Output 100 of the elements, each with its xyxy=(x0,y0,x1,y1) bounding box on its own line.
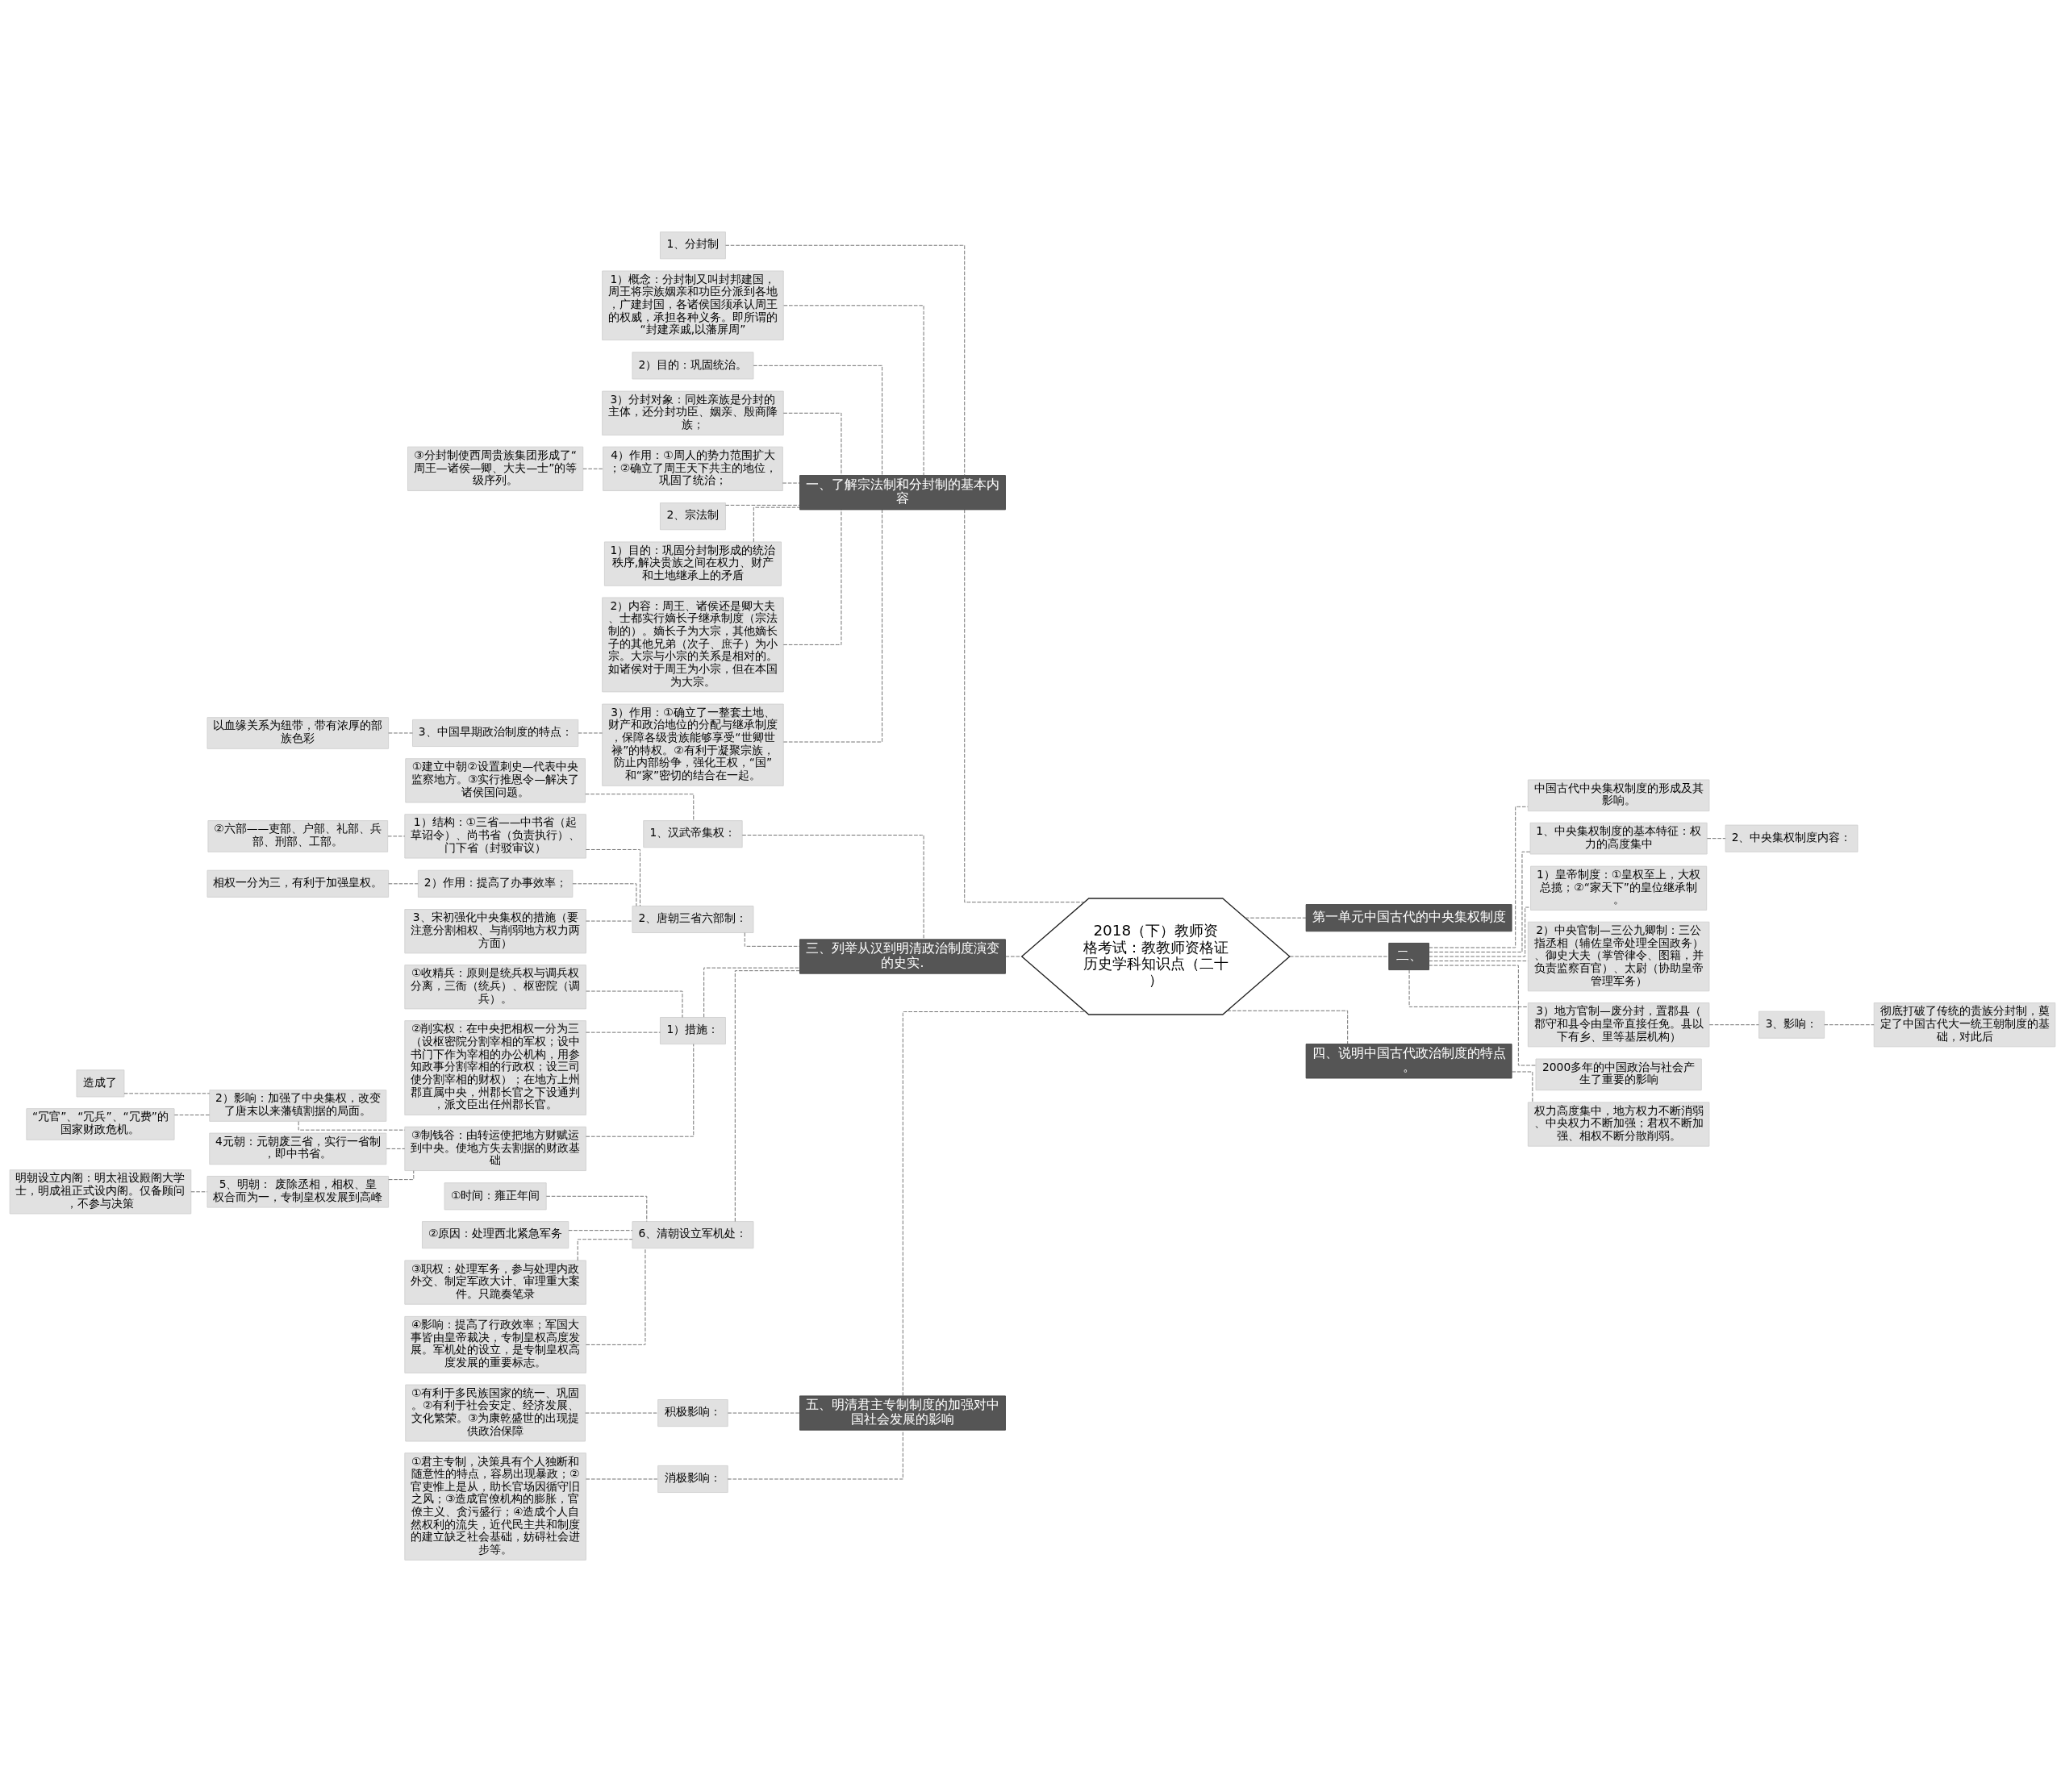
node-box: 2、宗法制 xyxy=(660,502,726,531)
node-box: 五、明清君主专制制度的加强对中国社会发展的影响 xyxy=(799,1395,1006,1431)
node-box: 1、汉武帝集权： xyxy=(643,820,743,848)
connector xyxy=(902,1011,1086,1397)
node-box: ②六部——吏部、户部、礼部、兵部、刑部、工部。 xyxy=(207,820,389,852)
node-box: 1）结构：①三省——中书省（起草诏令）、尚书省（负责执行）、门下省（封驳审议） xyxy=(404,814,586,859)
node-box: 1）措施： xyxy=(660,1017,726,1045)
node-box: 以血缘关系为纽带，带有浓厚的部族色彩 xyxy=(206,717,390,749)
node-box: 1）概念：分封制又叫封邦建国，周王将宗族姻亲和功臣分派到各地，广建封国，各诸侯国须承认周王的权威，承担各种义务。即所谓的“封建亲戚,以藩屏周” xyxy=(602,270,784,341)
connector xyxy=(1706,838,1726,840)
connector xyxy=(586,1031,661,1033)
connector xyxy=(783,509,882,743)
connector xyxy=(964,509,1085,903)
connector xyxy=(1429,906,1531,957)
node-box: 2）内容：周王、诸侯还是卿大夫、士都实行嫡长子继承制度（宗法制的）。嫡长子为大宗，其他嫡长子的其他兄弟（次子、庶子）为小宗。大宗与小宗的关系是相对的。如诸侯对于周王为小宗，但在本国为大宗。 xyxy=(602,597,784,693)
node-box: ②原因：处理西北紧急军务 xyxy=(422,1221,569,1249)
node-box: 2）目的：巩固统治。 xyxy=(632,352,754,380)
node-box: 3）分封对象：同姓亲族是分封的主体，还分封功臣、姻亲、殷商降族； xyxy=(602,390,784,435)
connector xyxy=(741,835,924,940)
connector xyxy=(585,1412,658,1414)
connector xyxy=(703,967,800,1018)
connector xyxy=(582,468,603,469)
connector xyxy=(725,244,966,476)
node-box: 2）影响：加强了中央集权，改变了唐末以来藩镇割据的局面。 xyxy=(209,1090,387,1122)
node-box: 第一单元中国古代的中央集权制度 xyxy=(1305,904,1512,932)
connector xyxy=(586,920,633,922)
node-box: 3）地方官制—废分封，置郡县（郡守和县令由皇帝直接任免。县以下有乡、里等基层机构） xyxy=(1527,1002,1710,1048)
node-box: 4元朝：元朝废三省，实行一省制，即中书省。 xyxy=(209,1132,387,1165)
connector xyxy=(578,732,603,734)
node-box: ①建立中朝②设置刺史—代表中央监察地方。③实行推恩令—解决了诸侯国问题。 xyxy=(405,758,586,803)
connector xyxy=(123,1093,211,1094)
connector xyxy=(728,1412,800,1414)
node-box: 积极影响： xyxy=(657,1399,728,1427)
connector xyxy=(725,504,800,506)
node-box: ③职权：处理军务，参与处理内政外交、制定军政大计、审理重大案件。只跪奏笔录 xyxy=(404,1260,586,1305)
connector xyxy=(388,732,413,734)
node-box: 1）皇帝制度：①皇权至上，大权总揽；②“家天下”的皇位继承制。 xyxy=(1530,865,1708,911)
connector xyxy=(783,305,924,476)
connector xyxy=(1511,1071,1533,1103)
connector xyxy=(744,932,800,947)
connector xyxy=(298,1121,406,1131)
connector xyxy=(585,794,695,821)
connector xyxy=(568,1230,633,1231)
node-box: 三、列举从汉到明清政治制度演变的史实. xyxy=(799,939,1006,974)
connector xyxy=(386,1148,406,1149)
node-box: 彻底打破了传统的贵族分封制，奠定了中国古代大一统王朝制度的基础，对此后 xyxy=(1873,1002,2056,1048)
node-box: 1、中央集权制度的基本特征：权力的高度集中 xyxy=(1529,822,1708,855)
node-box: ②削实权：在中央把相权一分为三（设枢密院分割宰相的军权；设中书门下作为宰相的办公机构，用参知政事分割宰相的行政权；设三司使分割宰相的财权）；在地方上州郡直属中央，州郡长官之下设通判，派文臣出任州郡长官。 xyxy=(404,1020,586,1115)
node-box: 1）目的：巩固分封制形成的统治秩序,解决贵族之间在权力、财产和土地继承上的矛盾 xyxy=(603,541,782,586)
node-box: ①有利于多民族国家的统一、巩固。②有利于社会安定、经济发展、文化繁荣。③为康乾盛世的出现提供政治保障 xyxy=(405,1384,586,1442)
node-box: 一、了解宗法制和分封制的基本内容 xyxy=(799,475,1006,511)
node-box: 1、分封制 xyxy=(660,231,726,260)
connector xyxy=(1289,956,1389,957)
connector xyxy=(190,1191,208,1193)
connector xyxy=(388,1170,415,1181)
node-box: 3）作用：①确立了一整套土地、财产和政治地位的分配与继承制度，保障各级贵族能够享受“世卿世禄”的特权。②有利于凝聚宗族，防止内部纷争，强化王权，“国”和“家”密切的结合在一起。 xyxy=(602,703,784,786)
node-box: 4）作用：①周人的势力范围扩大；②确立了周王天下共主的地位，巩固了统治； xyxy=(603,446,783,491)
connector xyxy=(1429,806,1529,948)
node-box: ③制钱谷：由转运使把地方财赋运到中央。使地方失去割据的财政基础 xyxy=(404,1126,586,1171)
node-box: “冗官”、“冗兵”、“冗费”的国家财政危机。 xyxy=(26,1108,175,1140)
connector xyxy=(586,1478,659,1480)
connector xyxy=(586,990,683,1018)
node-box: ①收精兵：原则是统兵权与调兵权分离，三衙（统兵）、枢密院（调兵）。 xyxy=(404,965,586,1010)
node-box: 消极影响： xyxy=(657,1465,728,1493)
connector xyxy=(782,509,842,645)
node-box: ①君主专制，决策具有个人独断和随意性的特点，容易出现暴政；②官吏惟上是从，助长官场因循守旧之风；③造成官僚机构的膨胀，官僚主义、贪污盛行；④造成个人自然权利的流失，近代民主共和制度的建立缺乏社会基础，妨碍社会进步等。 xyxy=(404,1452,586,1561)
connector xyxy=(577,1239,633,1261)
node-box: 3、宋初强化中央集权的措施（要注意分割相权、与削弱地方权力两方面） xyxy=(404,909,586,954)
connector xyxy=(545,1195,648,1222)
node-box: ①时间：雍正年间 xyxy=(444,1182,547,1211)
node-box: 造成了 xyxy=(76,1069,125,1098)
node-box: 四、说明中国古代政治制度的特点。 xyxy=(1305,1044,1512,1079)
node-box: 相权一分为三，有利于加强皇权。 xyxy=(206,869,390,898)
node-box: 5、明朝： 废除丞相，相权、皇权合而为一，专制皇权发展到高峰 xyxy=(206,1176,390,1208)
connector xyxy=(1824,1024,1875,1026)
connector xyxy=(1408,969,1529,1007)
node-box: 中国古代中央集权制度的形成及其影响。 xyxy=(1527,779,1710,812)
node-box: 2）作用：提高了办事效率； xyxy=(417,869,574,898)
node-box: 二、 xyxy=(1388,943,1429,971)
node-box: ④影响：提高了行政效率；军国大事皆由皇帝裁决，专制皇权高度发展。军机处的设立，是专制皇权高度发展的重要标志。 xyxy=(404,1315,586,1373)
node-box: ③分封制使西周贵族集团形成了“周王—诸侯—卿、大夫—士”的等级序列。 xyxy=(407,446,584,491)
connector xyxy=(753,365,882,476)
connector xyxy=(1005,956,1023,957)
node-box: 2000多年的中国政治与社会产生了重要的影响 xyxy=(1535,1058,1702,1091)
connector xyxy=(572,883,637,906)
connector xyxy=(782,412,842,476)
node-box: 权力高度集中，地方权力不断消弱、中央权力不断加强；君权不断加强、相权不断分散削弱。 xyxy=(1527,1102,1710,1147)
connector xyxy=(586,849,640,906)
connector xyxy=(387,836,406,837)
connector xyxy=(727,1430,903,1480)
node-box: 2）中央官制—三公九卿制：三公指丞相（辅佐皇帝处理全国政务）、御史大夫（掌管律令、图籍，并负责监察百官）、太尉（协助皇帝管理军务） xyxy=(1527,921,1710,992)
node-box: 3、影响： xyxy=(1758,1011,1825,1039)
node-box: 2、中央集权制度内容： xyxy=(1725,824,1858,852)
connector xyxy=(1429,965,1537,1066)
connector xyxy=(586,1044,695,1137)
node-box: 2、唐朝三省六部制： xyxy=(632,905,754,933)
connector xyxy=(1226,1010,1349,1044)
connector xyxy=(388,883,419,885)
connector xyxy=(1245,917,1307,919)
connector xyxy=(734,970,800,1222)
